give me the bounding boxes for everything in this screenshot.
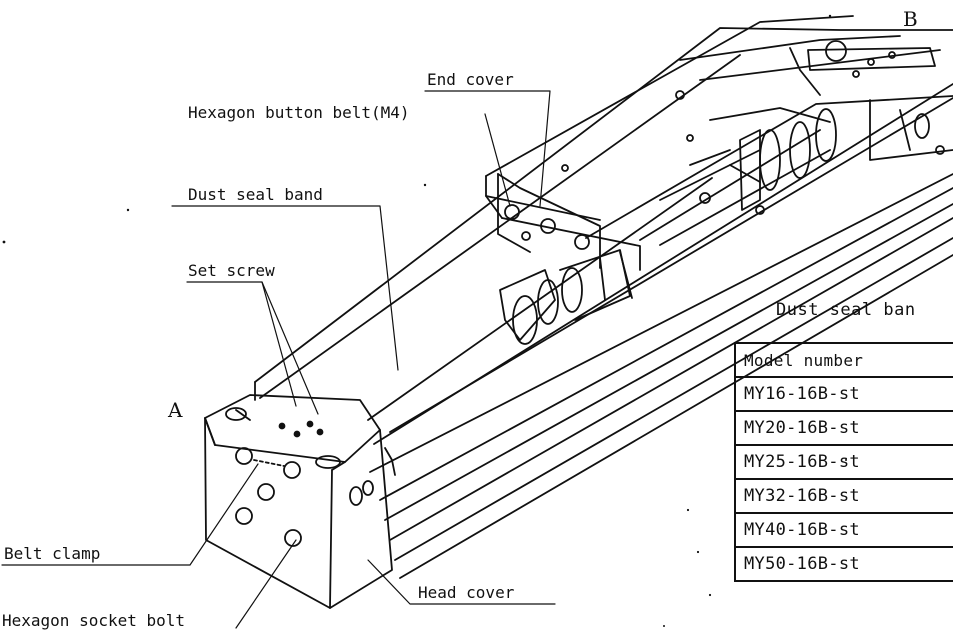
set-screw-leader-b: [261, 281, 319, 415]
table-row: MY40-16B-st: [734, 512, 953, 548]
model-table: Model number MY16-16B-st MY20-16B-st MY2…: [734, 342, 953, 582]
corner-label-b: B: [903, 7, 918, 31]
head-cover-leader: [367, 559, 556, 605]
slider-table: [485, 15, 953, 271]
table-cell: MY16-16B-st: [734, 376, 953, 412]
head-cover-label: Head cover: [418, 583, 515, 602]
table-header-row: Model number: [734, 342, 953, 378]
dust-seal-band-label: Dust seal band: [188, 185, 323, 204]
hex-bolt-leader: [484, 113, 511, 207]
set-screw-label: Set screw: [188, 261, 275, 280]
right-end-block: [869, 99, 953, 161]
table-cell: MY40-16B-st: [734, 512, 953, 548]
leader-lines: [1, 90, 556, 629]
table-row: MY32-16B-st: [734, 478, 953, 514]
piston-mechanism: [499, 107, 837, 345]
table-title: Dust seal ban: [776, 300, 916, 320]
scan-specks: [2, 14, 847, 627]
table-cell: MY50-16B-st: [734, 546, 953, 582]
corner-label-a: A: [168, 398, 183, 422]
dust-seal-leader: [171, 205, 399, 371]
end-cover-leader: [424, 90, 551, 207]
table-row: MY50-16B-st: [734, 546, 953, 582]
rail-body: [254, 27, 953, 579]
head-cover-block: [204, 394, 393, 609]
table-row: MY20-16B-st: [734, 410, 953, 446]
hex-socket-leader: [235, 539, 297, 629]
end-cover-label: End cover: [427, 70, 514, 89]
set-screw-leader-a: [186, 281, 297, 407]
table-cell: MY25-16B-st: [734, 444, 953, 480]
table-row: MY25-16B-st: [734, 444, 953, 480]
table-cell: MY32-16B-st: [734, 478, 953, 514]
table-cell: MY20-16B-st: [734, 410, 953, 446]
end-cover-plate: [497, 173, 601, 269]
belt-clamp-leader: [1, 463, 259, 566]
belt-clamp-label: Belt clamp: [4, 544, 101, 563]
hexagon-button-bolt-label: Hexagon button belt(M4): [188, 103, 410, 122]
table-row: MY16-16B-st: [734, 376, 953, 412]
table-header-cell: Model number: [734, 342, 953, 378]
hexagon-socket-bolt-label: Hexagon socket bolt: [2, 611, 186, 630]
